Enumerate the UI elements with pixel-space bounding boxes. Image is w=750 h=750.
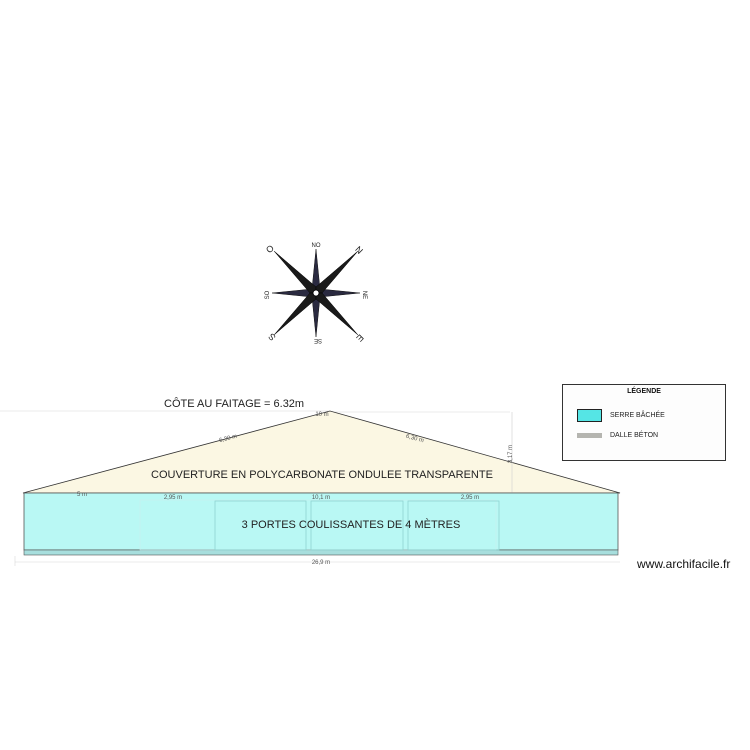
compass-point bbox=[315, 292, 359, 336]
compass-label-no: NO bbox=[312, 243, 321, 249]
compass-point bbox=[315, 250, 359, 294]
legend-item-dalle: DALLE BÉTON bbox=[577, 432, 658, 439]
compass-center bbox=[312, 289, 320, 297]
legend-swatch-dalle bbox=[577, 433, 602, 438]
dim-ridge: 10 m bbox=[315, 412, 328, 418]
compass-rose: N NE E SE S SO O NO bbox=[264, 243, 367, 344]
doors-text: 3 PORTES COULISSANTES DE 4 MÈTRES bbox=[242, 518, 461, 531]
compass-label-ne: NE bbox=[361, 291, 367, 299]
compass-label-so: SO bbox=[265, 290, 271, 299]
legend-label-dalle: DALLE BÉTON bbox=[610, 432, 659, 439]
sliding-door-2 bbox=[310, 500, 404, 551]
compass-point bbox=[273, 250, 317, 294]
dim-total-width: 26,9 m bbox=[312, 560, 330, 566]
dim-roof-right: 6,30 m bbox=[405, 434, 424, 445]
dim-bay-left: 2,95 m bbox=[164, 495, 182, 501]
sliding-door-3 bbox=[407, 500, 500, 551]
roof-text: COUVERTURE EN POLYCARBONATE ONDULEE TRAN… bbox=[151, 469, 493, 481]
legend-item-serre: SERRE BÂCHÉE bbox=[577, 409, 665, 422]
legend-label-serre: SERRE BÂCHÉE bbox=[610, 412, 665, 419]
dim-height: 3,17 m bbox=[508, 445, 514, 463]
sliding-door-1 bbox=[214, 500, 307, 551]
ridge-height-note: CÔTE AU FAITAGE = 6.32m bbox=[164, 397, 304, 410]
compass-label-s: S bbox=[266, 331, 277, 342]
legend-swatch-serre bbox=[577, 409, 602, 422]
compass-label-e: E bbox=[354, 332, 365, 343]
dim-bay-right: 2,95 m bbox=[461, 495, 479, 501]
compass-label-n: N bbox=[353, 244, 365, 256]
legend-title: LÉGENDE bbox=[627, 388, 661, 395]
serre-bachee bbox=[23, 492, 619, 551]
brand-watermark[interactable]: www.archifacile.fr bbox=[637, 557, 731, 571]
dim-roof-left: 6,30 m bbox=[219, 434, 238, 445]
dim-doors-total: 10,1 m bbox=[312, 495, 330, 501]
compass-label-se: SE bbox=[314, 337, 322, 343]
dim-eave-left: 5 m bbox=[77, 492, 87, 498]
legend: LÉGENDE SERRE BÂCHÉE DALLE BÉTON bbox=[562, 384, 726, 461]
dalle-beton bbox=[23, 549, 619, 556]
compass-point bbox=[273, 292, 317, 336]
compass-label-o: O bbox=[264, 243, 276, 255]
